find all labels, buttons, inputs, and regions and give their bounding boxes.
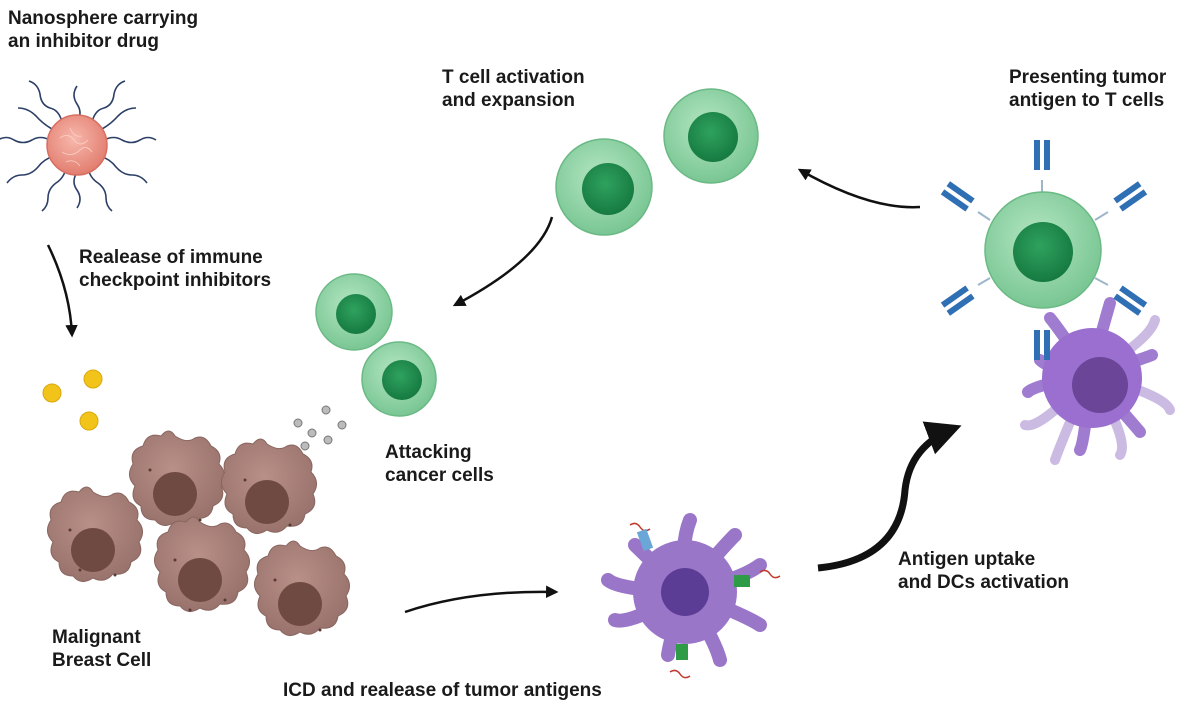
checkpoint-inhibitor-particles xyxy=(42,369,103,431)
antigen-debris-particles xyxy=(293,405,347,451)
label-release-inhibitors-line1: Realease of immune xyxy=(79,247,263,268)
label-t-activation-line2: and expansion xyxy=(442,90,576,111)
malignant-cell-cluster xyxy=(47,430,350,636)
cancer-cell xyxy=(254,540,350,636)
label-presenting-line1: Presenting tumor xyxy=(1009,67,1167,88)
label-icd-line1: ICD and realease of tumor antigens xyxy=(283,680,602,701)
dendritic-cell-immature xyxy=(601,513,781,679)
cancer-cell xyxy=(129,430,225,526)
label-presenting: Presenting tumor antigen to T cells xyxy=(1009,66,1166,112)
label-attacking-line1: Attacking xyxy=(385,442,472,463)
arrow-icd xyxy=(404,585,559,614)
nanosphere xyxy=(0,80,157,212)
expanding-t-cells xyxy=(555,88,759,236)
arrow-release-inhibitors xyxy=(46,244,78,338)
label-t-activation-line1: T cell activation xyxy=(442,67,585,88)
presenting-t-cell xyxy=(940,140,1148,360)
t-cell xyxy=(663,88,759,184)
label-presenting-line2: antigen to T cells xyxy=(1009,90,1165,111)
cancer-cell xyxy=(221,438,317,534)
label-nanosphere-line1: Nanosphere carrying xyxy=(8,8,199,29)
label-release-inhibitors: Realease of immune checkpoint inhibitors xyxy=(79,246,271,292)
t-cell-receptors xyxy=(940,140,1148,360)
label-antigen-uptake-line1: Antigen uptake xyxy=(898,549,1036,570)
t-cell xyxy=(555,138,653,236)
label-nanosphere: Nanosphere carrying an inhibitor drug xyxy=(8,7,198,53)
nanosphere-ligands xyxy=(0,80,157,212)
label-malignant: Malignant Breast Cell xyxy=(52,626,151,672)
t-cell xyxy=(361,341,437,417)
arrow-presenting-to-activation xyxy=(797,168,921,209)
label-antigen-uptake-line2: and DCs activation xyxy=(898,572,1070,593)
label-t-activation: T cell activation and expansion xyxy=(442,66,585,112)
nanosphere-core xyxy=(46,114,108,176)
label-icd: ICD and realease of tumor antigens xyxy=(283,679,602,702)
cancer-cell xyxy=(154,516,250,612)
label-nanosphere-line2: an inhibitor drug xyxy=(8,31,159,52)
label-release-inhibitors-line2: checkpoint inhibitors xyxy=(79,270,272,291)
arrow-antigen-uptake xyxy=(817,421,962,572)
attacking-t-cells xyxy=(315,273,437,417)
label-attacking: Attacking cancer cells xyxy=(385,441,494,487)
cancer-cell xyxy=(47,486,143,582)
label-antigen-uptake: Antigen uptake and DCs activation xyxy=(898,548,1069,594)
dendritic-cell-mature xyxy=(1020,297,1175,465)
label-malignant-line2: Breast Cell xyxy=(52,650,152,671)
label-malignant-line1: Malignant xyxy=(52,627,141,648)
label-attacking-line2: cancer cells xyxy=(385,465,494,486)
arrow-activation-to-attacking xyxy=(452,216,554,307)
t-cell xyxy=(315,273,393,351)
